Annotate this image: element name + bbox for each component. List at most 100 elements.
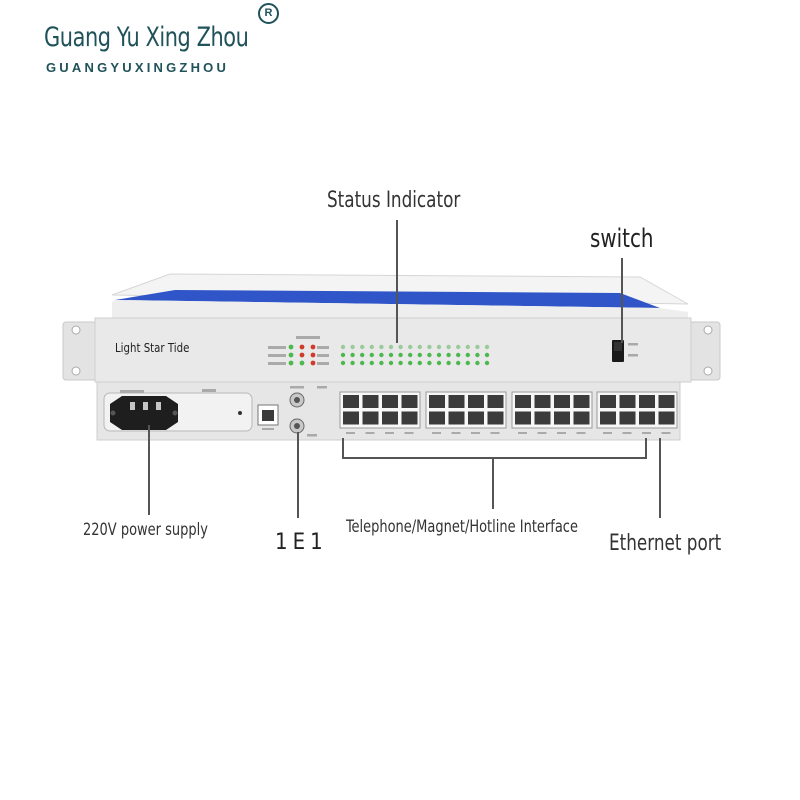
status-led-icon: [350, 360, 355, 366]
front-panel: [94, 317, 692, 383]
rj45-port-icon: [448, 395, 465, 408]
status-led-icon: [427, 360, 432, 366]
status-led-icon: [340, 352, 346, 358]
rj45-port-icon: [468, 411, 484, 425]
status-led-icon: [369, 360, 374, 366]
status-led-icon: [465, 352, 470, 358]
status-led-icon: [340, 360, 346, 366]
status-led-icon: [288, 344, 294, 350]
rj45-port-icon: [658, 411, 675, 425]
status-led-icon: [417, 344, 422, 350]
status-led-icon: [388, 344, 394, 350]
status-led-icon: [398, 344, 403, 350]
rj45-port-icon: [658, 395, 675, 408]
rj45-port-icon: [515, 411, 531, 425]
status-led-icon: [484, 360, 490, 366]
status-led-icon: [475, 360, 480, 366]
rj45-port-icon: [573, 411, 590, 425]
status-led-icon: [398, 352, 403, 358]
system-leds: [268, 336, 329, 366]
rj45-port-icon: [573, 395, 590, 408]
tel-bracket-left: [342, 438, 344, 458]
front-panel-label: Light Star Tide: [115, 341, 190, 355]
status-led-icon: [436, 344, 442, 350]
status-led-icon: [475, 352, 480, 358]
status-indicator-leader: [396, 220, 398, 343]
rj45-port-icon: [554, 395, 570, 408]
registered-trademark-icon: R: [258, 3, 279, 24]
status-led-icon: [310, 352, 316, 358]
rj45-port-icon: [487, 411, 504, 425]
rj45-port-icon: [343, 411, 359, 425]
rj45-port-icon: [362, 411, 379, 425]
telephone-interface-label: Telephone/Magnet/Hotline Interface: [346, 517, 578, 537]
status-indicator-label: Status Indicator: [327, 188, 461, 213]
status-led-icon: [350, 352, 355, 358]
status-led-icon: [398, 360, 403, 366]
status-led-icon: [379, 344, 384, 350]
rear-unit: [96, 381, 681, 441]
status-led-icon: [369, 352, 374, 358]
status-led-icon: [465, 344, 470, 350]
ethernet-leader: [659, 438, 661, 518]
status-led-icon: [360, 352, 365, 358]
tel-bracket-bar: [342, 457, 647, 459]
rj45-port-icon: [429, 395, 445, 408]
rj45-port-icon: [382, 411, 398, 425]
status-led-icon: [436, 352, 442, 358]
status-led-icon: [408, 344, 413, 350]
tel-leader: [492, 457, 494, 509]
status-led-icon: [299, 360, 305, 366]
status-led-icon: [446, 352, 451, 358]
status-led-icon: [360, 344, 365, 350]
status-led-icon: [446, 360, 451, 366]
status-led-icon: [427, 344, 432, 350]
status-led-icon: [456, 344, 461, 350]
status-led-icon: [456, 360, 461, 366]
status-led-icon: [310, 360, 316, 366]
rj45-port-icon: [343, 395, 359, 408]
status-led-icon: [379, 352, 384, 358]
status-led-icon: [288, 360, 294, 366]
status-led-icon: [388, 360, 394, 366]
rj45-port-icon: [619, 411, 636, 425]
status-led-icon: [465, 360, 470, 366]
status-led-icon: [417, 352, 422, 358]
status-led-icon: [310, 344, 316, 350]
front-unit: [62, 273, 721, 383]
rj45-port-icon: [401, 411, 418, 425]
status-led-icon: [360, 360, 365, 366]
tel-bracket-right: [645, 438, 647, 458]
status-led-icon: [456, 352, 461, 358]
status-led-icon: [475, 344, 480, 350]
rj45-port-icon: [487, 395, 504, 408]
e1-leader: [297, 432, 299, 518]
status-led-icon: [379, 360, 384, 366]
rj45-port-icon: [619, 395, 636, 408]
status-led-icon: [288, 352, 294, 358]
e1-label: 1E1: [275, 530, 328, 555]
status-led-icon: [427, 352, 432, 358]
rj45-port-icon: [600, 411, 616, 425]
rj45-port-icon: [639, 411, 655, 425]
ethernet-port-label: Ethernet port: [609, 531, 722, 556]
status-led-icon: [369, 344, 374, 350]
rj45-port-icon: [515, 395, 531, 408]
rj45-port-icon: [362, 395, 379, 408]
status-led-icon: [408, 360, 413, 366]
power-leader: [148, 425, 150, 515]
status-led-icon: [388, 352, 394, 358]
rj45-port-icon: [600, 395, 616, 408]
status-led-icon: [436, 360, 442, 366]
rj45-port-icon: [401, 395, 418, 408]
rj45-port-icon: [534, 411, 551, 425]
rj45-port-icon: [448, 411, 465, 425]
rj45-port-icon: [639, 395, 655, 408]
status-led-icon: [484, 344, 490, 350]
rj45-port-icon: [429, 411, 445, 425]
power-supply-label: 220V power supply: [83, 520, 208, 540]
status-led-icon: [299, 344, 305, 350]
brand-subtitle: GUANGYUXINGZHOU: [46, 60, 230, 75]
status-led-icon: [446, 344, 451, 350]
